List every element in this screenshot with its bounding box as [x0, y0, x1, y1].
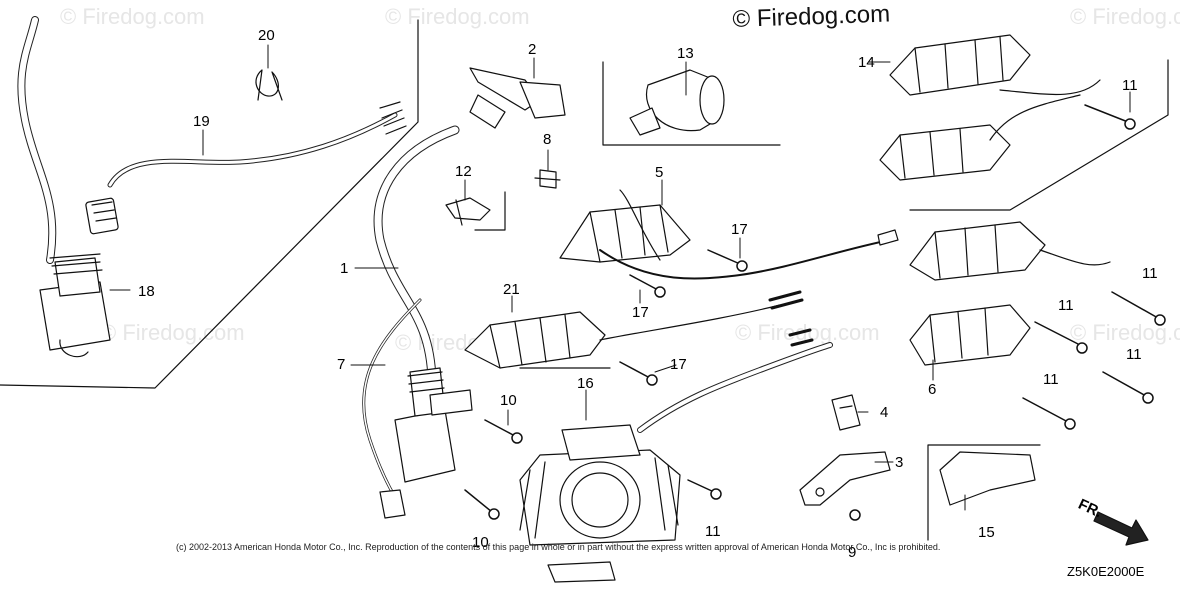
callout-18: 18: [138, 283, 155, 300]
group-boundary-14: [909, 59, 1169, 211]
callout-10-top: 10: [500, 392, 517, 409]
part-3-bracket: [799, 451, 891, 506]
callout-20: 20: [258, 27, 275, 44]
watermark: © Firedog.com: [735, 320, 880, 345]
callout-11-e: 11: [1043, 371, 1059, 388]
watermark: © Firedog.com: [1070, 4, 1180, 29]
group-boundary-left: [0, 19, 419, 389]
part-20-clip: [255, 69, 283, 101]
part-2-plug-cap: [469, 67, 566, 129]
watermark: © Firedog.com: [385, 4, 530, 29]
part-18-coil: [39, 253, 111, 358]
callout-15: 15: [978, 524, 995, 541]
callout-12: 12: [455, 163, 472, 180]
part-5-coil: [559, 189, 899, 280]
group-boundary-12: [474, 191, 506, 231]
callout-7: 7: [337, 356, 346, 373]
callout-13: 13: [677, 45, 694, 62]
callout-17-b: 17: [632, 304, 649, 321]
watermark: © Firedog.com: [1070, 320, 1180, 345]
part-15-bracket: [939, 451, 1036, 506]
watermark: © Firedog.com: [60, 4, 205, 29]
part-14-coils: [879, 34, 1101, 181]
footer-copyright: (c) 2002-2013 American Honda Motor Co., …: [176, 542, 941, 552]
bolts: [464, 104, 1166, 521]
group-boundary-15: [927, 444, 1041, 541]
part-1-lead: [373, 125, 460, 385]
callout-19: 19: [193, 113, 210, 130]
part-8-clip: [534, 169, 561, 189]
part-12-clip: [445, 197, 491, 226]
callout-9: 9: [848, 544, 857, 561]
part-10-coil: [379, 367, 473, 519]
copyright-header: © Firedog.com: [732, 0, 891, 33]
part-19-harness: [17, 16, 407, 264]
part-6-coils: [909, 221, 1111, 366]
leader-lines: [109, 44, 1131, 511]
callout-6: 6: [928, 381, 937, 398]
callout-16: 16: [577, 375, 594, 392]
diagram-code: Z5K0E2000E: [1067, 564, 1145, 579]
callout-8: 8: [543, 131, 552, 148]
callout-11-a: 11: [1122, 77, 1138, 94]
part-16-assembly: [519, 328, 833, 546]
callout-10-bottom: 10: [472, 534, 489, 551]
callout-17-c: 17: [670, 356, 687, 373]
part-21-coil: [464, 290, 804, 369]
callout-4: 4: [880, 404, 889, 421]
callout-21: 21: [503, 281, 520, 298]
callout-14: 14: [858, 54, 875, 71]
watermark: © Firedog.com: [100, 320, 245, 345]
callout-11-d: 11: [1126, 346, 1142, 363]
callout-5: 5: [655, 164, 664, 181]
group-boundary-13: [602, 61, 781, 146]
callout-11-b: 11: [1142, 265, 1158, 282]
part-13-plug-cap: [629, 69, 725, 136]
callout-1: 1: [340, 260, 349, 277]
callout-3: 3: [895, 454, 904, 471]
callout-2: 2: [528, 41, 537, 58]
callout-17-a: 17: [731, 221, 748, 238]
part-4-grommet: [831, 394, 861, 431]
callout-11-f: 11: [705, 523, 721, 540]
callout-11-c: 11: [1058, 297, 1074, 314]
arrow-right-icon: [1093, 511, 1149, 546]
